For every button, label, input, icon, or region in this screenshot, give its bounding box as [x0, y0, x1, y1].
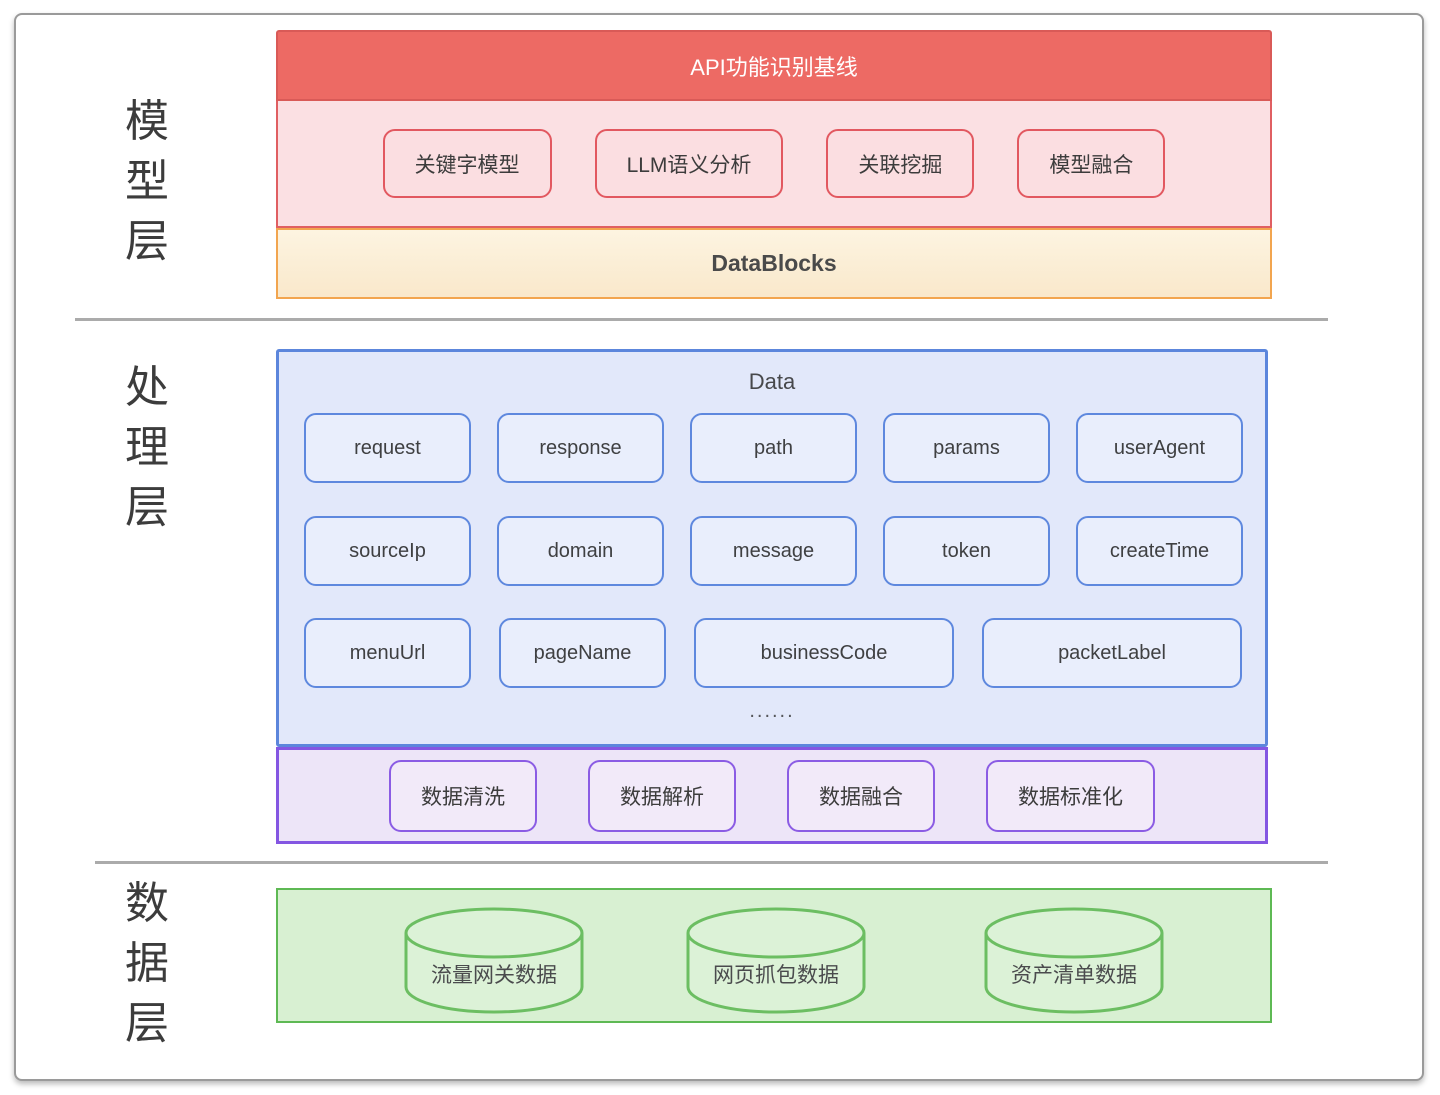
data-container-title: Data [748, 369, 796, 394]
step-data-parsing: 数据解析 [588, 759, 736, 832]
data-layer-label: 数据层 [125, 879, 169, 1048]
model-box-fusion: 模型融合 [1017, 129, 1166, 198]
model-box-llm: LLM语义分析 [594, 129, 784, 198]
field-createtime: createTime [1076, 516, 1243, 586]
database-label-webcapture: 网页抓包数据 [713, 964, 839, 987]
field-path: path [690, 413, 857, 483]
field-row-1: request response path params userAgent [304, 413, 1243, 483]
field-domain: domain [497, 516, 664, 586]
field-params: params [883, 413, 1050, 483]
step-data-standardization: 数据标准化 [986, 759, 1155, 832]
more-fields-ellipsis: ...... [749, 700, 795, 722]
datablocks-bar: DataBlocks [276, 228, 1272, 299]
api-baseline-title: API功能识别基线 [690, 54, 858, 80]
processing-layer-label: 处理层 [125, 363, 169, 532]
data-sources-section: 流量网关数据 网页抓包数据 资产清单数据 [276, 888, 1272, 1023]
field-request: request [304, 413, 471, 483]
field-useragent: userAgent [1076, 413, 1243, 483]
data-container: Data request response path params userAg… [276, 349, 1268, 747]
field-pagename: pageName [499, 618, 666, 688]
field-packetlabel: packetLabel [982, 618, 1242, 688]
step-data-cleaning: 数据清洗 [389, 759, 537, 832]
database-cylinder-webcapture: 网页抓包数据 [684, 907, 868, 1015]
field-message: message [690, 516, 857, 586]
model-layer-label: 模型层 [125, 97, 169, 266]
field-row-3: menuUrl pageName businessCode packetLabe… [304, 618, 1242, 688]
database-cylinder-gateway: 流量网关数据 [402, 907, 586, 1015]
model-box-keyword: 关键字模型 [382, 129, 552, 198]
divider-processing-data [95, 861, 1328, 864]
database-cylinder-assets: 资产清单数据 [982, 907, 1166, 1015]
model-boxes-section: 关键字模型 LLM语义分析 关联挖掘 模型融合 [276, 101, 1272, 228]
step-data-fusion: 数据融合 [787, 759, 935, 832]
api-baseline-header: API功能识别基线 [276, 30, 1272, 101]
divider-model-processing [75, 318, 1328, 321]
field-token: token [883, 516, 1050, 586]
field-response: response [497, 413, 664, 483]
database-icon [686, 907, 866, 1014]
database-icon [984, 907, 1164, 1014]
database-label-assets: 资产清单数据 [1011, 964, 1137, 987]
processing-steps-section: 数据清洗 数据解析 数据融合 数据标准化 [276, 747, 1268, 844]
field-sourceip: sourceIp [304, 516, 471, 586]
database-icon [404, 907, 584, 1014]
datablocks-label: DataBlocks [711, 250, 837, 276]
field-businesscode: businessCode [694, 618, 954, 688]
database-label-gateway: 流量网关数据 [431, 964, 557, 987]
field-row-2: sourceIp domain message token createTime [304, 516, 1243, 586]
model-box-association: 关联挖掘 [826, 129, 975, 198]
field-menuurl: menuUrl [304, 618, 471, 688]
